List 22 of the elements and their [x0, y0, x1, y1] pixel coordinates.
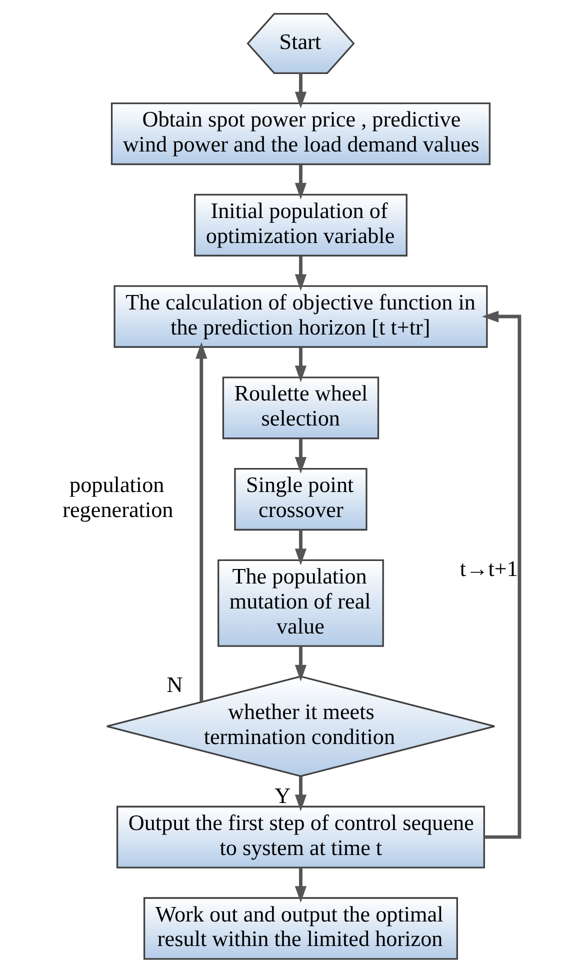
- node-box: Work out and output the optimal result within the limited horizon: [143, 897, 458, 960]
- arrow: [294, 73, 307, 108]
- node-box: Output the first step of control sequene to system at time t: [116, 806, 485, 868]
- arrow: [294, 438, 307, 474]
- edge-label: t→t+1: [460, 556, 518, 581]
- edge-label: Y: [274, 782, 291, 808]
- node-box: The population mutation of real value: [218, 559, 384, 647]
- arrow: [294, 530, 307, 566]
- arrow: [482, 310, 522, 839]
- node-box: Single point crossover: [234, 468, 368, 531]
- arrow: [294, 646, 307, 682]
- node-box: Obtain spot power price , predictive wind power and the load demand values: [110, 102, 491, 166]
- arrow: [196, 342, 208, 702]
- node-box: Roulette wheel selection: [222, 376, 380, 440]
- node-box: The calculation of objective function in the prediction horizon [t t+tr]: [114, 285, 488, 348]
- arrow: [294, 868, 307, 903]
- label: population regeneration: [62, 472, 174, 522]
- arrow: [294, 347, 307, 382]
- arrow: [294, 776, 307, 812]
- node-box: Initial population of optimization variable: [194, 194, 408, 256]
- arrow: [294, 164, 307, 200]
- arrow: [294, 256, 307, 291]
